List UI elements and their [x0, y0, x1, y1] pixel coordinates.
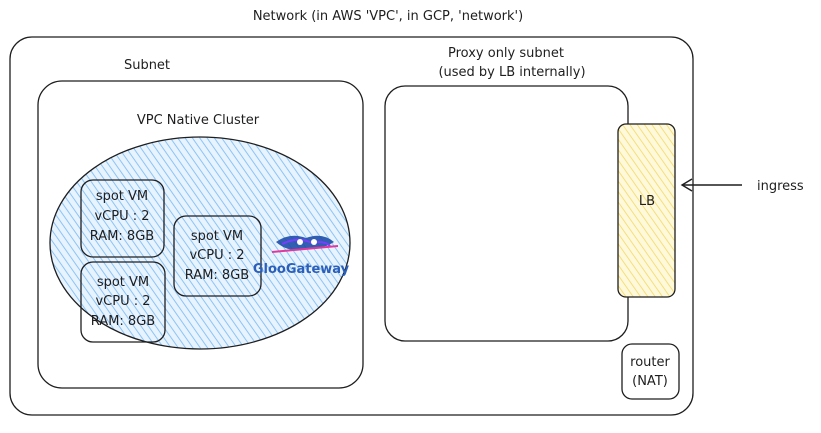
vm-name: spot VM: [191, 229, 243, 244]
vm-ram: RAM: 8GB: [185, 268, 249, 283]
proxy-subnet-label-1: Proxy only subnet: [448, 46, 564, 61]
subnet-label: Subnet: [124, 58, 170, 73]
ingress-label: ingress: [757, 179, 804, 194]
lb-label: LB: [639, 194, 655, 209]
network-box: [9, 36, 694, 416]
router-label-1: router: [630, 355, 670, 370]
vm-cpu: vCPU : 2: [94, 209, 149, 224]
ingress-arrow: [680, 178, 742, 192]
vm-name: spot VM: [97, 275, 149, 290]
proxy-subnet-box: [384, 85, 629, 342]
vm-cpu: vCPU : 2: [189, 248, 244, 263]
vm-card-3: spot VM vCPU : 2 RAM: 8GB: [173, 215, 262, 297]
cluster-ellipse: [49, 136, 351, 350]
router-box: [621, 343, 680, 400]
gloo-logo-icon: [271, 235, 339, 253]
router-label-2: (NAT): [632, 374, 668, 389]
vm-ram: RAM: 8GB: [90, 229, 154, 244]
cluster-label: VPC Native Cluster: [137, 113, 260, 128]
vm-ram: RAM: 8GB: [91, 314, 155, 329]
vm-card-1: spot VM vCPU : 2 RAM: 8GB: [80, 179, 165, 258]
gloo-logo-text: GlooGateway: [253, 262, 350, 277]
subnet-box: [37, 80, 364, 389]
vm-cpu: vCPU : 2: [95, 294, 150, 309]
proxy-subnet-label-2: (used by LB internally): [438, 65, 585, 80]
lb-box: [617, 123, 676, 298]
vm-card-2: spot VM vCPU : 2 RAM: 8GB: [80, 261, 166, 343]
network-title: Network (in AWS 'VPC', in GCP, 'network'…: [253, 9, 523, 24]
vm-name: spot VM: [96, 189, 148, 204]
